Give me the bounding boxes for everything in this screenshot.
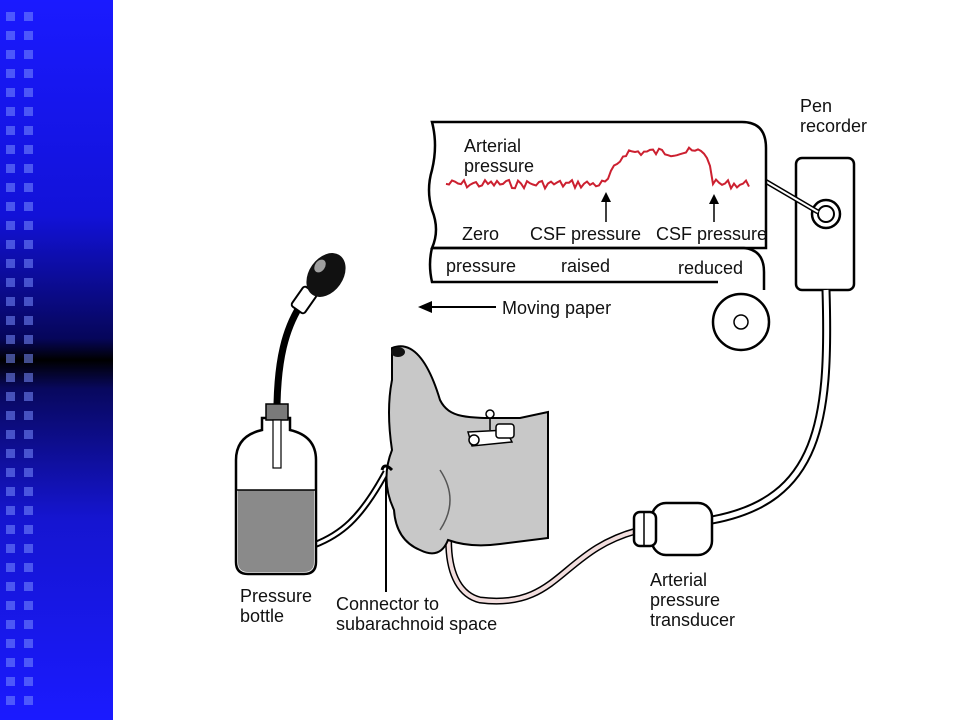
sidebar-square <box>24 335 33 344</box>
sidebar-square <box>6 525 15 534</box>
sidebar-square <box>6 12 15 21</box>
sidebar-square <box>6 430 15 439</box>
sidebar-square <box>6 411 15 420</box>
sidebar-square <box>6 164 15 173</box>
sidebar-square <box>6 259 15 268</box>
sidebar-square <box>6 449 15 458</box>
sidebar-square <box>6 297 15 306</box>
sidebar-square <box>24 31 33 40</box>
sidebar-square <box>24 468 33 477</box>
sidebar-square <box>6 601 15 610</box>
sidebar-square <box>6 373 15 382</box>
sidebar-square <box>6 392 15 401</box>
sidebar-square <box>6 183 15 192</box>
sidebar-square <box>6 696 15 705</box>
sidebar-square <box>24 544 33 553</box>
csf-raised-label-bottom: raised <box>561 256 611 276</box>
sidebar-square <box>6 468 15 477</box>
sidebar-square <box>24 202 33 211</box>
pen-recorder-icon <box>758 156 856 292</box>
moving-paper-label: Moving paper <box>502 298 612 318</box>
sidebar-square <box>6 240 15 249</box>
sidebar-square <box>6 88 15 97</box>
sidebar-square <box>24 297 33 306</box>
sidebar-square <box>24 107 33 116</box>
sidebar-square <box>6 221 15 230</box>
paper-roller-icon <box>711 292 771 352</box>
sidebar-square <box>6 677 15 686</box>
sidebar-square <box>6 563 15 572</box>
sidebar-square <box>6 31 15 40</box>
sidebar-square <box>24 506 33 515</box>
sidebar-square <box>6 544 15 553</box>
transducer-label: Arterial pressure transducer <box>650 570 736 630</box>
sidebar-square <box>6 582 15 591</box>
moving-paper-arrow <box>418 301 496 313</box>
sidebar-square <box>24 430 33 439</box>
sidebar-square <box>24 658 33 667</box>
sidebar-square <box>24 449 33 458</box>
pen-recorder-label: Pen recorder <box>800 96 868 136</box>
sidebar-square <box>6 620 15 629</box>
rubber-bulb-icon <box>273 253 346 405</box>
pressure-bottle-label: Pressure bottle <box>240 586 313 626</box>
sidebar-square <box>6 145 15 154</box>
csf-reduced-arrow <box>709 194 719 222</box>
dog-icon <box>380 345 549 555</box>
sidebar-square <box>24 240 33 249</box>
slide-sidebar <box>0 0 113 720</box>
arterial-pressure-trace <box>445 146 750 191</box>
csf-raised-arrow <box>601 192 611 222</box>
sidebar-square <box>6 50 15 59</box>
sidebar-square <box>24 164 33 173</box>
csf-tube <box>312 470 390 549</box>
sidebar-square <box>6 639 15 648</box>
sidebar-square <box>6 316 15 325</box>
sidebar-square <box>6 354 15 363</box>
sidebar-square <box>24 373 33 382</box>
sidebar-square <box>6 335 15 344</box>
sidebar-square <box>24 259 33 268</box>
sidebar-square <box>24 677 33 686</box>
sidebar-square <box>6 202 15 211</box>
sidebar-square <box>6 278 15 287</box>
sidebar-square <box>24 525 33 534</box>
sidebar-square <box>24 696 33 705</box>
sidebar-square <box>24 145 33 154</box>
sidebar-square <box>24 411 33 420</box>
csf-reduced-label-bottom: reduced <box>678 258 744 278</box>
sidebar-square <box>24 50 33 59</box>
sidebar-square <box>24 487 33 496</box>
arterial-pressure-label: Arterial pressure <box>464 136 535 176</box>
sidebar-square <box>24 278 33 287</box>
sidebar-square <box>24 221 33 230</box>
sidebar-square <box>24 126 33 135</box>
zero-pressure-label-top: Zero <box>462 224 500 244</box>
csf-reduced-label-top: CSF pressure <box>656 224 768 244</box>
sidebar-square <box>24 392 33 401</box>
pressure-transducer-icon <box>632 501 714 557</box>
sidebar-square <box>6 658 15 667</box>
sidebar-square <box>24 601 33 610</box>
sidebar-square <box>24 620 33 629</box>
sidebar-square <box>24 354 33 363</box>
sidebar-square <box>24 12 33 21</box>
csf-raised-label-top: CSF pressure <box>530 224 642 244</box>
sidebar-square <box>24 316 33 325</box>
sidebar-square <box>6 506 15 515</box>
sidebar-square <box>24 563 33 572</box>
sidebar-square <box>6 69 15 78</box>
sidebar-square <box>24 582 33 591</box>
sidebar-square <box>6 487 15 496</box>
sidebar-square <box>24 69 33 78</box>
sidebar-square <box>24 88 33 97</box>
sidebar-square <box>6 107 15 116</box>
sidebar-square <box>6 126 15 135</box>
zero-pressure-label-bottom: pressure <box>446 256 517 276</box>
sidebar-square <box>24 183 33 192</box>
pressure-bottle-icon <box>234 403 318 576</box>
connector-label: Connector to subarachnoid space <box>336 594 498 634</box>
sidebar-square <box>24 639 33 648</box>
